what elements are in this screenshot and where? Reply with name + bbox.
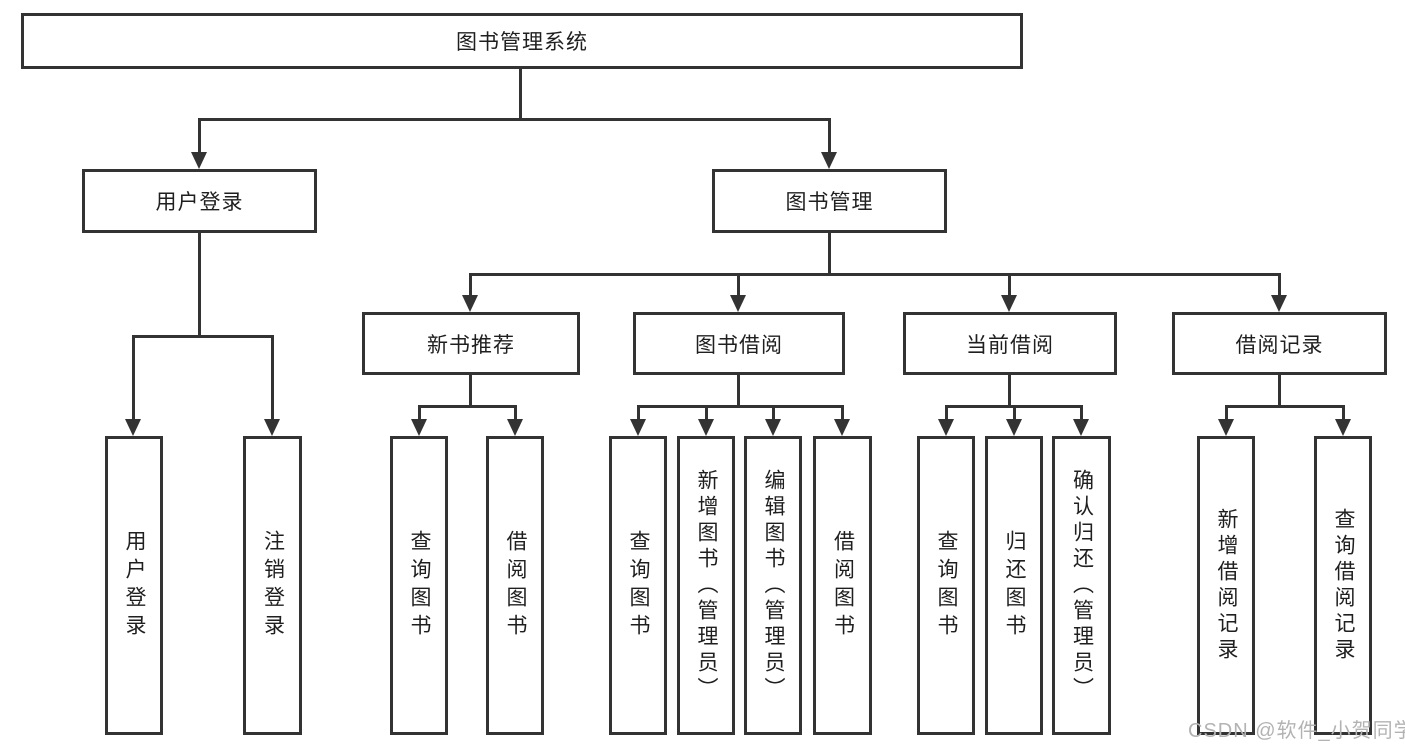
leaf-logout: 注销登录 <box>243 436 302 735</box>
leaf-newbook-borrow-books: 借阅图书 <box>486 436 544 735</box>
arrow-down-icon <box>125 419 141 436</box>
node-user-login: 用户登录 <box>82 169 317 233</box>
line-stub <box>945 408 948 420</box>
arrow-down-icon <box>264 419 280 436</box>
line-root-trunk <box>519 69 522 118</box>
node-new-book-recommend: 新书推荐 <box>362 312 580 375</box>
leaf-current-query-books: 查询图书 <box>917 436 975 735</box>
arrow-down-icon <box>1073 419 1089 436</box>
node-root-system: 图书管理系统 <box>21 13 1023 69</box>
line-current-borrow-branch <box>945 405 1083 408</box>
line-new-book-branch <box>418 405 517 408</box>
arrow-down-icon <box>938 419 954 436</box>
leaf-current-return-books: 归还图书 <box>985 436 1043 735</box>
leaf-record-query-borrow-record: 查询借阅记录 <box>1314 436 1372 735</box>
line-stub-book-borrow <box>737 276 740 296</box>
arrow-down-icon <box>462 295 478 312</box>
line-book-borrow-branch <box>637 405 844 408</box>
line-book-borrow-trunk <box>737 375 740 405</box>
leaf-user-login: 用户登录 <box>105 436 163 735</box>
arrow-down-icon <box>1335 419 1351 436</box>
node-book-borrow: 图书借阅 <box>633 312 845 375</box>
line-stub <box>1225 408 1228 420</box>
node-book-management: 图书管理 <box>712 169 947 233</box>
node-borrow-record: 借阅记录 <box>1172 312 1387 375</box>
line-stub <box>772 408 775 420</box>
arrow-down-icon <box>1006 419 1022 436</box>
leaf-newbook-query-books: 查询图书 <box>390 436 448 735</box>
arrow-down-icon <box>821 152 837 169</box>
line-current-borrow-trunk <box>1008 375 1011 405</box>
line-user-login-trunk <box>198 233 201 335</box>
line-borrow-record-branch <box>1225 405 1345 408</box>
line-book-management-trunk <box>828 233 831 273</box>
csdn-watermark: CSDN @软件_小贺同学 <box>1188 720 1405 742</box>
line-stub-borrow-record <box>1278 276 1281 296</box>
leaf-borrow-borrow-books: 借阅图书 <box>813 436 872 735</box>
arrow-down-icon <box>834 419 850 436</box>
line-stub-new-book <box>469 276 472 296</box>
line-stub-user-login <box>198 121 201 153</box>
line-stub <box>841 408 844 420</box>
arrow-down-icon <box>191 152 207 169</box>
leaf-borrow-add-books-admin: 新增图书（管理员） <box>677 436 735 735</box>
line-user-login-branch <box>132 335 274 338</box>
line-stub <box>418 408 421 420</box>
arrow-down-icon <box>630 419 646 436</box>
line-level1-branch <box>198 118 831 121</box>
line-stub <box>705 408 708 420</box>
line-borrow-record-trunk <box>1278 375 1281 405</box>
line-level2-branch <box>469 273 1281 276</box>
arrow-down-icon <box>1001 295 1017 312</box>
leaf-record-add-borrow-record: 新增借阅记录 <box>1197 436 1255 735</box>
line-stub <box>1013 408 1016 420</box>
node-current-borrow: 当前借阅 <box>903 312 1117 375</box>
line-stub-leaf-user-login <box>132 338 135 420</box>
arrow-down-icon <box>507 419 523 436</box>
leaf-current-confirm-return-admin: 确认归还（管理员） <box>1052 436 1111 735</box>
line-stub <box>514 408 517 420</box>
line-stub <box>1342 408 1345 420</box>
line-stub-leaf-logout <box>271 338 274 420</box>
arrow-down-icon <box>698 419 714 436</box>
arrow-down-icon <box>730 295 746 312</box>
arrow-down-icon <box>765 419 781 436</box>
arrow-down-icon <box>1218 419 1234 436</box>
leaf-borrow-edit-books-admin: 编辑图书（管理员） <box>744 436 802 735</box>
line-stub-book-management <box>828 121 831 153</box>
line-new-book-trunk <box>469 375 472 405</box>
line-stub <box>637 408 640 420</box>
arrow-down-icon <box>1271 295 1287 312</box>
leaf-borrow-query-books: 查询图书 <box>609 436 667 735</box>
line-stub-current-borrow <box>1008 276 1011 296</box>
arrow-down-icon <box>411 419 427 436</box>
line-stub <box>1080 408 1083 420</box>
